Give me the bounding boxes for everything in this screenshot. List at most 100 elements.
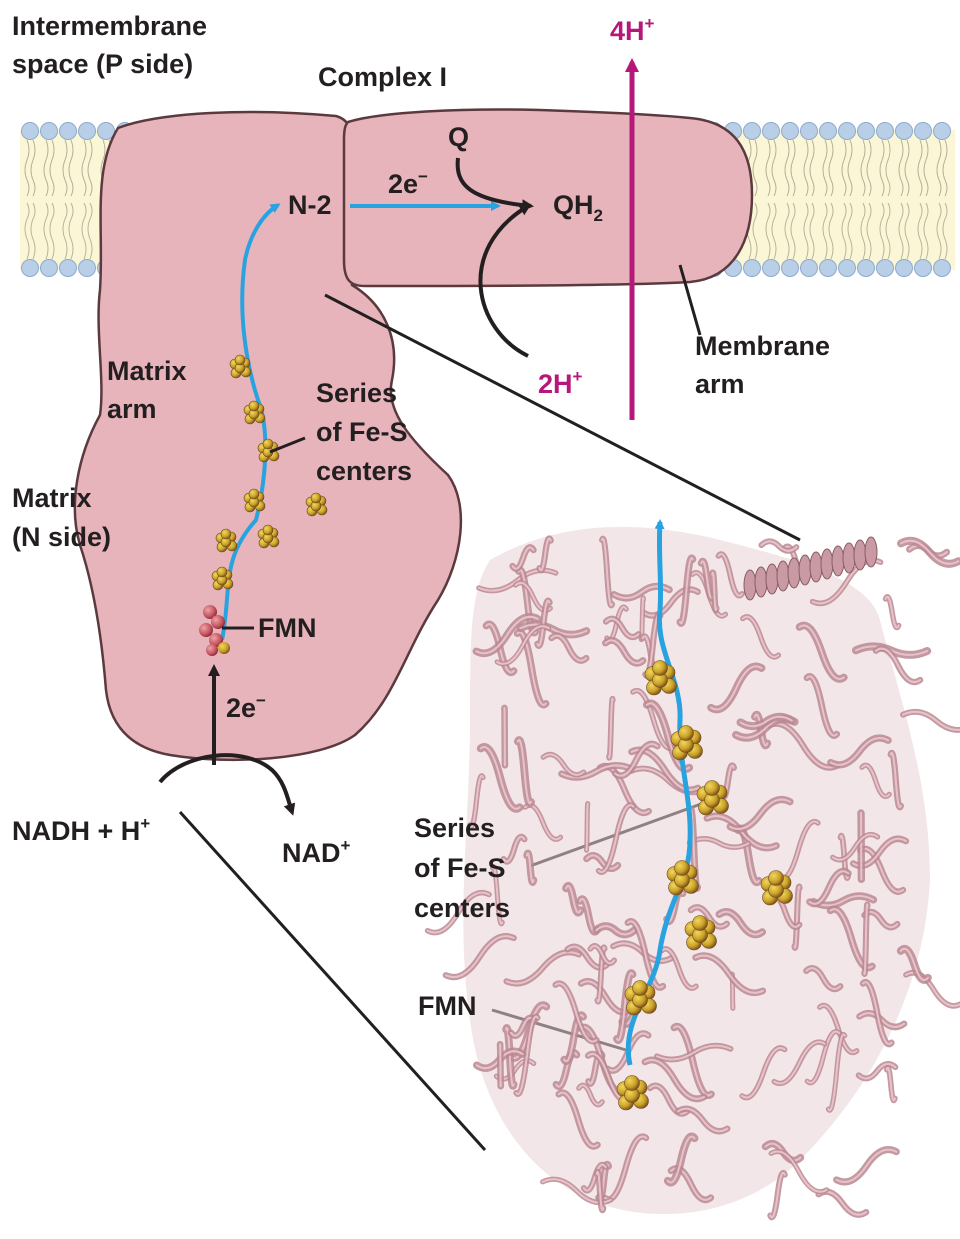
ribbon-highlight	[557, 1091, 599, 1148]
fes-cluster	[684, 915, 717, 951]
fes-cluster	[760, 870, 793, 906]
lipid-head	[857, 259, 875, 277]
ribbon-highlight	[817, 1190, 868, 1216]
fes-cluster	[305, 492, 328, 517]
fes-label-line2: of Fe-S	[316, 417, 408, 447]
ribbon-helix-turn	[809, 551, 823, 583]
qh2-label: QH2	[553, 190, 603, 225]
ribbon-highlight	[857, 1062, 897, 1080]
lipid-tail	[87, 139, 93, 197]
lipid-tail	[917, 202, 923, 260]
lipid-tail	[62, 202, 68, 260]
ribbon-highlight	[607, 697, 614, 759]
q-reduction-arrows	[455, 157, 534, 358]
lipid-tail	[866, 202, 872, 260]
ribbon-helix-turn	[842, 542, 856, 574]
ribbon-highlight	[798, 624, 845, 680]
ribbon-highlight	[614, 743, 659, 777]
ribbon-highlight	[525, 852, 535, 884]
ribbon-highlight	[426, 891, 491, 934]
lipid-tail	[803, 139, 809, 197]
lipid-tail	[765, 202, 771, 260]
ribbon-highlight	[884, 595, 900, 629]
lipid-tail	[752, 202, 758, 260]
ribbon-highlight	[604, 617, 640, 639]
lipid-head	[781, 122, 799, 140]
lipid-head	[895, 259, 913, 277]
ribbon-highlight	[689, 906, 728, 928]
fmn-cluster	[199, 605, 230, 656]
ribbon-highlight	[516, 739, 532, 805]
lipid-tail	[30, 139, 36, 197]
lipid-tail	[936, 202, 942, 260]
protons-to-qh2-arrow	[478, 203, 532, 358]
lipid-tail	[847, 139, 853, 197]
lipid-tail	[790, 202, 796, 260]
ribbon-highlight	[595, 925, 635, 936]
ribbon-highlight	[885, 1066, 896, 1102]
lipid-tail	[923, 202, 929, 260]
lipid-tail	[936, 139, 942, 197]
ribbon-highlight	[711, 571, 718, 612]
ribbon-highlight	[710, 665, 763, 711]
two-protons-label: 2H+	[538, 367, 583, 399]
lipid-head	[857, 122, 875, 140]
ribbon-highlight	[649, 1084, 689, 1115]
lipid-tail	[68, 202, 74, 260]
ribbon-highlight	[565, 884, 582, 914]
ribbon-highlight	[739, 715, 793, 728]
lipid-head	[819, 122, 837, 140]
ribbon-highlight	[601, 537, 614, 607]
structure-fes-label-line3: centers	[414, 893, 510, 923]
ribbon-highlight	[505, 1027, 515, 1087]
q-label: Q	[448, 122, 469, 152]
lipid-tail	[828, 202, 834, 260]
ribbon-highlight	[773, 1041, 826, 1085]
n2-label: N-2	[288, 190, 332, 220]
lipid-head	[40, 259, 58, 277]
ribbon-highlight	[694, 954, 764, 994]
structure-fmn-label: FMN	[418, 991, 476, 1021]
lipid-head	[838, 122, 856, 140]
ribbon-highlight	[666, 1135, 696, 1184]
lipid-tail	[62, 139, 68, 197]
membrane-arm-label-line1: Membrane	[695, 331, 830, 361]
ribbon-highlight	[831, 833, 879, 861]
ribbon-highlight	[498, 1043, 502, 1088]
fes-centers-schematic	[211, 354, 328, 591]
ribbon-highlight	[536, 599, 551, 647]
lipid-tail	[784, 202, 790, 260]
ribbon-highlight	[760, 540, 798, 552]
ribbon-highlight	[582, 1163, 607, 1192]
lipid-head	[876, 259, 894, 277]
ribbon-highlight	[554, 982, 598, 1043]
lipid-head	[933, 259, 951, 277]
fes-cluster	[257, 438, 280, 463]
lipid-head	[743, 122, 761, 140]
matrix-arm-label-line1: Matrix	[107, 356, 187, 386]
structure-fes-label-line2: of Fe-S	[414, 853, 506, 883]
fmn-label: FMN	[258, 613, 316, 643]
lipid-tail	[904, 202, 910, 260]
lipid-head	[743, 259, 761, 277]
lipid-tail	[771, 139, 777, 197]
ribbon-highlight	[550, 634, 588, 662]
ribbon-highlight	[496, 625, 550, 665]
lipid-tail	[860, 139, 866, 197]
ribbon-helix-turn	[765, 563, 779, 595]
ribbon-highlight	[863, 903, 869, 975]
lipid-tail	[822, 139, 828, 197]
ribbon-highlight	[904, 971, 960, 1007]
structure-electron-path	[625, 519, 693, 1066]
lipid-tail	[49, 139, 55, 197]
lipid-head	[97, 122, 115, 140]
nad-label: NAD+	[282, 836, 351, 868]
lipid-tail	[752, 139, 758, 197]
ribbon-highlight	[577, 1084, 604, 1106]
ribbon-highlight	[835, 1148, 898, 1183]
ribbon-highlight	[595, 1171, 605, 1212]
four-protons-label: 4H+	[610, 14, 655, 46]
ribbon-highlight	[563, 1014, 585, 1063]
ribbon-helix-turn	[864, 536, 878, 568]
